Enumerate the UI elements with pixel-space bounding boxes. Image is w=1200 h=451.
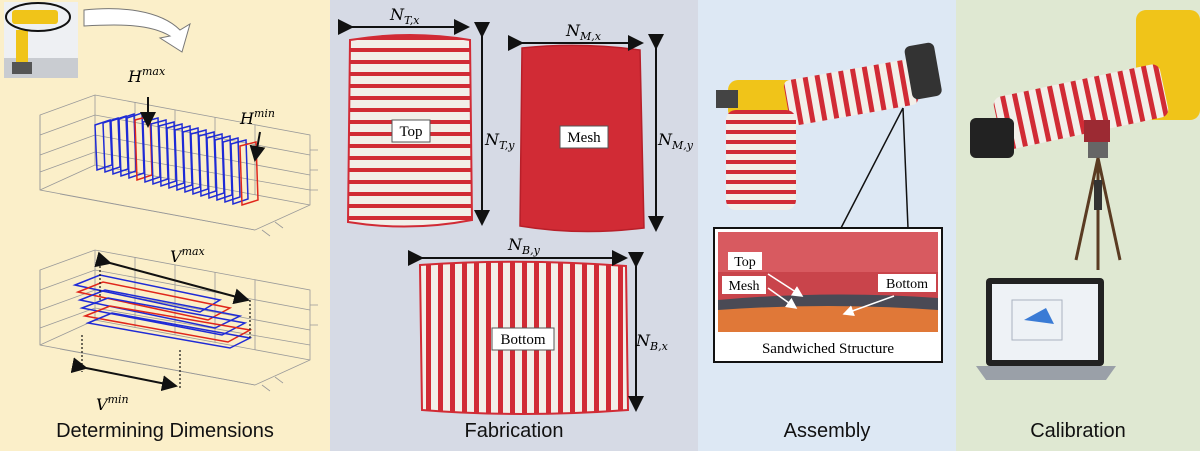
panel-fabrication: NT,x NT,y NM,x NM,y NB,y NB,x Top Mesh B… [330,0,698,451]
panel-assembly: Top Mesh Bottom Sandwiched Structure Ass… [698,0,956,451]
h-plot [39,94,318,237]
v-min-arrow [70,357,178,392]
inset-top-label-box [728,252,762,270]
inset-mesh-label-box [722,276,766,294]
tripod-sensor [1074,120,1122,270]
top-label-box [391,119,431,143]
robot-thumbnail [4,2,78,78]
top-label: Top [399,124,422,140]
determining-dimensions-figure: Hmax Hmin Vmax Vmin [4,2,318,414]
curved-arrow-icon [83,8,191,53]
inset-bottom-label-box [878,274,936,292]
n-ty-label: NT,y [484,130,515,152]
mesh-pointer [767,287,798,309]
h-plot-curves [94,111,259,207]
v-max-label: Vmax [170,245,206,266]
caption-fabrication: Fabrication [464,420,564,442]
top-pointer [767,273,804,297]
v-min-label: Vmin [96,393,129,414]
caption-assembly: Assembly [783,420,871,442]
n-by-label: NB,y [507,235,541,257]
panel-determining-dimensions: Hmax Hmin Vmax Vmin Determining Dimensio… [0,0,330,451]
n-mx-label: NM,x [565,21,602,43]
robot-arm-calibration [970,10,1200,158]
v-dotted-guides [81,262,251,388]
laptop [976,278,1116,380]
h-min-arrow [249,131,266,162]
inset-top-label: Top [734,255,756,270]
bottom-label: Bottom [500,332,545,348]
fabrication-figure: NT,x NT,y NM,x NM,y NB,y NB,x Top Mesh B… [338,5,694,415]
inset-caption: Sandwiched Structure [762,341,894,357]
v-max-arrow [94,251,250,305]
bottom-label-box [491,327,555,351]
calibration-figure [970,10,1200,380]
n-bx-label: NB,x [635,331,669,353]
zoom-callout-lines [840,107,909,229]
n-tx-label: NT,x [389,5,420,27]
inset-mesh-label: Mesh [728,279,759,294]
h-min-label: Hmin [239,107,275,128]
mesh-label: Mesh [567,130,601,146]
v-plot-curves [72,274,253,349]
assembly-figure: Top Mesh Bottom Sandwiched Structure [713,42,943,363]
mesh-label-box [559,125,609,149]
caption-calibration: Calibration [1030,420,1126,442]
robot-arm-sleeved [716,42,942,210]
inset-bottom-label: Bottom [886,277,928,292]
panel-calibration: Calibration [956,0,1200,451]
h-max-label: Hmax [127,65,166,86]
bottom-pointer [842,295,895,317]
n-my-label: NM,y [657,130,694,152]
caption-determining-dimensions: Determining Dimensions [56,420,274,442]
